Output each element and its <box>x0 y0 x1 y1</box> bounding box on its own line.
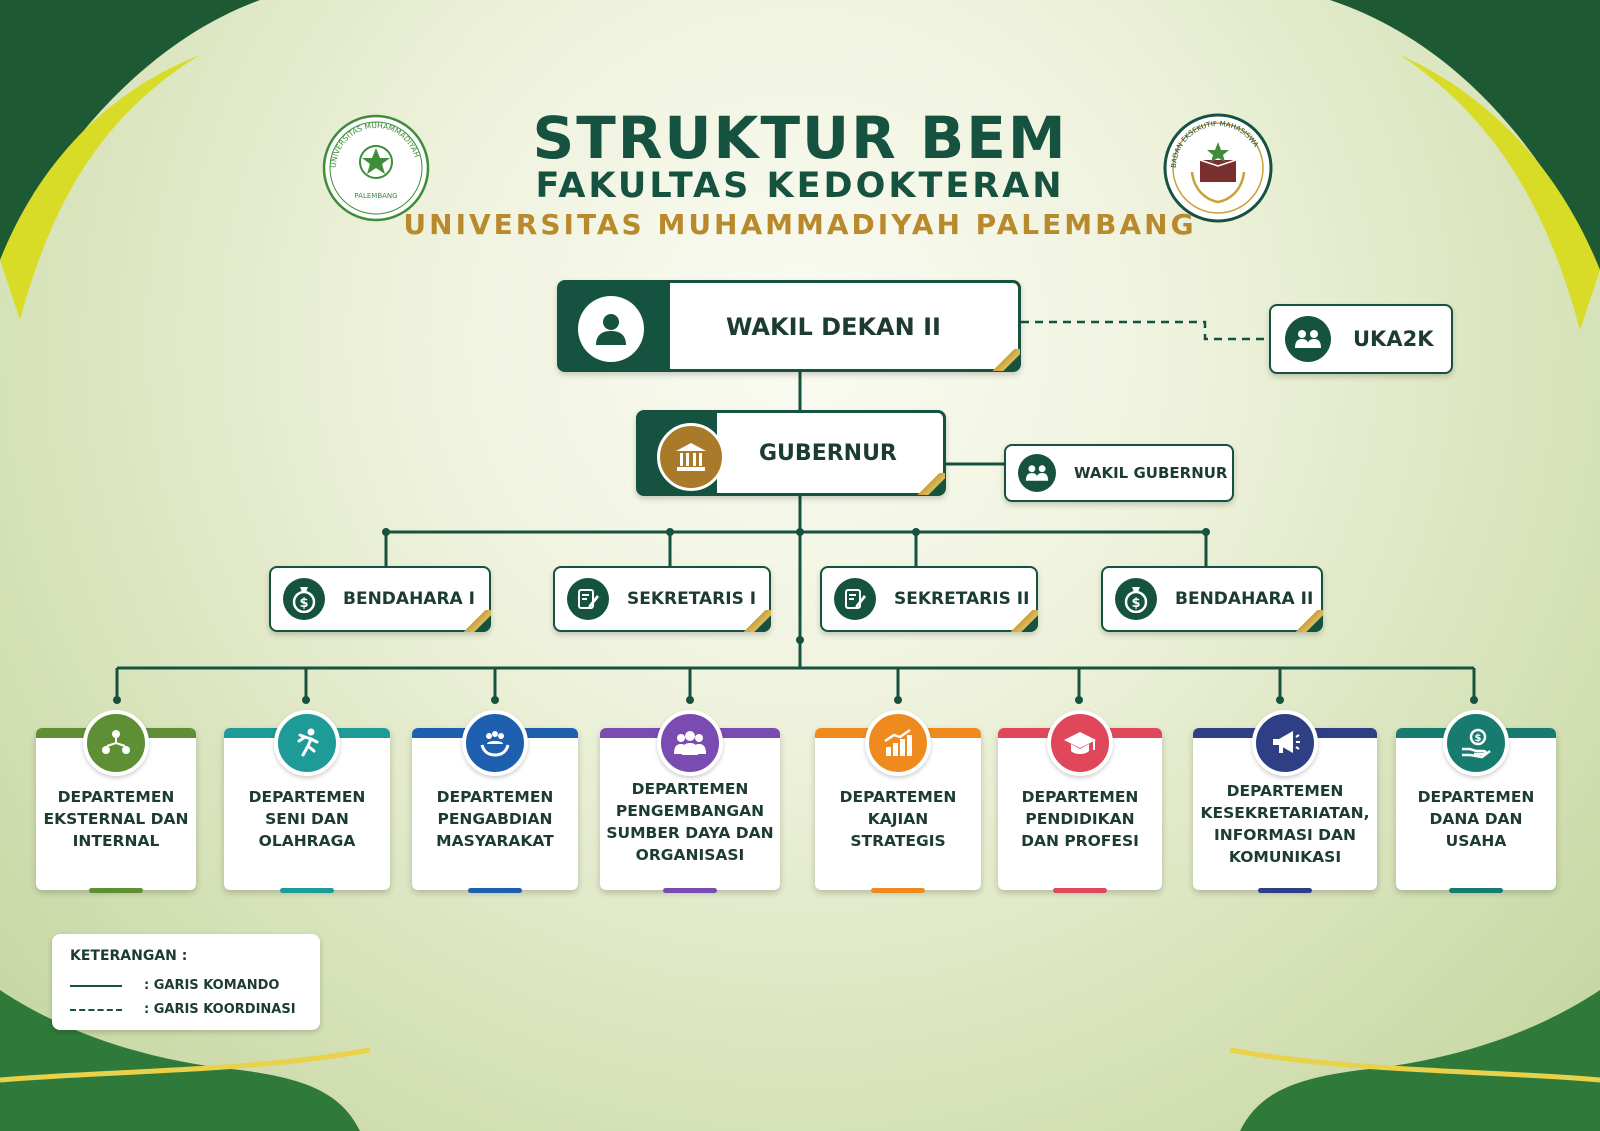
legend-dashed-label: : GARIS KOORDINASI <box>144 1002 296 1017</box>
people-icon <box>657 710 723 776</box>
card-foot-accent <box>468 888 522 893</box>
card-foot-accent <box>1449 888 1503 893</box>
document-edit-icon <box>834 578 876 620</box>
bendahara-1-node: $ BENDAHARA I <box>269 566 491 632</box>
bem-logo: BADAN EKSEKUTIF MAHASISWA <box>1163 113 1273 223</box>
gold-corner-accent <box>980 349 1020 371</box>
document-edit-icon <box>567 578 609 620</box>
wakil-dekan-label: WAKIL DEKAN II <box>726 313 941 341</box>
graduation-cap-icon <box>1047 710 1113 776</box>
department-label: DEPARTEMEN KESEKRETARIATAN, INFORMASI DA… <box>1200 782 1370 866</box>
department-label: DEPARTEMEN PENDIDIKAN DAN PROFESI <box>1021 788 1139 850</box>
wakil-gubernur-node: WAKIL GUBERNUR <box>1004 444 1234 502</box>
university-name: UNIVERSITAS MUHAMMADIYAH PALEMBANG <box>403 208 1197 241</box>
solid-line-sample <box>70 984 122 987</box>
bendahara-2-label: BENDAHARA II <box>1175 589 1314 609</box>
department-card-dana-usaha: $ DEPARTEMEN DANA DAN USAHA <box>1396 710 1556 893</box>
legend-box: KETERANGAN : : GARIS KOMANDO : GARIS KOO… <box>52 934 320 1030</box>
hand-money-icon: $ <box>1443 710 1509 776</box>
page-title: STRUKTUR BEM <box>532 104 1068 172</box>
faculty-subtitle: FAKULTAS KEDOKTERAN <box>535 166 1065 206</box>
legend-solid-row: : GARIS KOMANDO <box>70 978 279 993</box>
gold-corner-accent <box>998 610 1038 632</box>
gold-corner-accent <box>731 610 771 632</box>
bendahara-2-node: $ BENDAHARA II <box>1101 566 1323 632</box>
department-card-seni-olahraga: DEPARTEMEN SENI DAN OLAHRAGA <box>224 710 390 893</box>
department-card-eksternal-internal: DEPARTEMEN EKSTERNAL DAN INTERNAL <box>36 710 196 893</box>
megaphone-icon <box>1252 710 1318 776</box>
uka2k-label: UKA2K <box>1353 327 1434 351</box>
gubernur-label: GUBERNUR <box>759 441 897 466</box>
community-hands-icon <box>462 710 528 776</box>
uka2k-node: UKA2K <box>1269 304 1453 374</box>
group-icon <box>1285 316 1331 362</box>
department-label: DEPARTEMEN EKSTERNAL DAN INTERNAL <box>43 788 189 850</box>
department-card-kesekretariatan: DEPARTEMEN KESEKRETARIATAN, INFORMASI DA… <box>1193 710 1377 893</box>
svg-text:$: $ <box>299 596 308 611</box>
svg-text:$: $ <box>1131 596 1140 611</box>
legend-title: KETERANGAN : <box>70 948 188 964</box>
network-icon <box>83 710 149 776</box>
dashed-line-sample <box>70 1008 122 1011</box>
card-foot-accent <box>1053 888 1107 893</box>
svg-text:PALEMBANG: PALEMBANG <box>354 192 397 200</box>
card-foot-accent <box>280 888 334 893</box>
money-bag-icon: $ <box>1115 578 1157 620</box>
sekretaris-2-node: SEKRETARIS II <box>820 566 1038 632</box>
institution-icon <box>657 423 725 491</box>
department-label: DEPARTEMEN PENGABDIAN MASYARAKAT <box>436 788 554 850</box>
card-foot-accent <box>1258 888 1312 893</box>
card-foot-accent <box>663 888 717 893</box>
card-foot-accent <box>89 888 143 893</box>
user-icon <box>578 296 644 362</box>
gold-corner-accent <box>905 473 945 495</box>
legend-dashed-row: : GARIS KOORDINASI <box>70 1002 296 1017</box>
sekretaris-2-label: SEKRETARIS II <box>894 589 1030 609</box>
money-bag-icon: $ <box>283 578 325 620</box>
university-logo: UNIVERSITAS MUHAMMADIYAH PALEMBANG <box>322 114 430 222</box>
sekretaris-1-label: SEKRETARIS I <box>627 589 757 609</box>
department-label: DEPARTEMEN KAJIAN STRATEGIS <box>839 788 957 850</box>
gold-corner-accent <box>1283 610 1323 632</box>
department-label: DEPARTEMEN DANA DAN USAHA <box>1417 788 1535 850</box>
bendahara-1-label: BENDAHARA I <box>343 589 475 609</box>
growth-chart-icon <box>865 710 931 776</box>
legend-solid-label: : GARIS KOMANDO <box>144 978 280 993</box>
group-icon <box>1018 454 1056 492</box>
department-label: DEPARTEMEN SENI DAN OLAHRAGA <box>248 788 366 850</box>
sekretaris-1-node: SEKRETARIS I <box>553 566 771 632</box>
department-card-psdo: DEPARTEMEN PENGEMBANGAN SUMBER DAYA DAN … <box>600 710 780 893</box>
wakil-gubernur-label: WAKIL GUBERNUR <box>1074 464 1228 482</box>
gubernur-node: GUBERNUR <box>636 410 946 496</box>
department-card-pendidikan-profesi: DEPARTEMEN PENDIDIKAN DAN PROFESI <box>998 710 1162 893</box>
wakil-dekan-node: WAKIL DEKAN II <box>557 280 1021 372</box>
runner-icon <box>274 710 340 776</box>
svg-text:$: $ <box>1475 733 1482 744</box>
gold-corner-accent <box>451 610 491 632</box>
department-card-kajian-strategis: DEPARTEMEN KAJIAN STRATEGIS <box>815 710 981 893</box>
card-foot-accent <box>871 888 925 893</box>
department-label: DEPARTEMEN PENGEMBANGAN SUMBER DAYA DAN … <box>606 780 774 864</box>
department-card-pengabdian-masyarakat: DEPARTEMEN PENGABDIAN MASYARAKAT <box>412 710 578 893</box>
